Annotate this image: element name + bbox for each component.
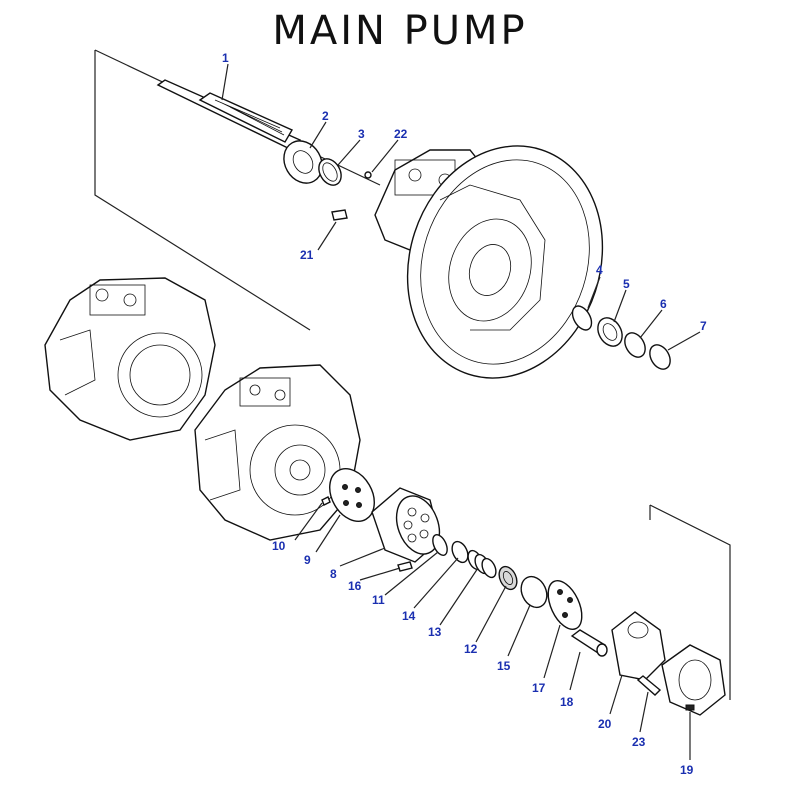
part-labels: 1 2 3 4 5 6 7 8 9 10 11 12 13 14 15 16 1…: [222, 51, 707, 777]
label-19: 19: [680, 763, 694, 777]
part-1-drive-shaft: [156, 79, 302, 151]
label-16: 16: [348, 579, 362, 593]
label-15: 15: [497, 659, 511, 673]
part-2-bearing: [283, 140, 323, 184]
part-16-pin: [397, 561, 413, 572]
pump-housing-front: [374, 145, 604, 379]
diagram-title: MAIN PUMP: [272, 8, 528, 54]
leader-lines: [221, 63, 701, 760]
part-14-washer: [451, 540, 469, 564]
part-22-pin: [364, 171, 372, 179]
part-18-shoe-pin: [570, 629, 608, 657]
label-1: 1: [222, 51, 229, 65]
part-10-pin: [321, 496, 331, 506]
label-5: 5: [623, 277, 630, 291]
part-23-bolt: [636, 675, 662, 696]
part-4-ring: [571, 305, 593, 331]
label-2: 2: [322, 109, 329, 123]
label-11: 11: [372, 593, 385, 607]
label-23: 23: [632, 735, 646, 749]
part-5-seal: [597, 317, 623, 347]
label-3: 3: [358, 127, 365, 141]
part-7-snap-ring: [649, 344, 671, 370]
label-13: 13: [428, 625, 442, 639]
label-9: 9: [304, 553, 311, 567]
part-17-retainer-plate: [547, 580, 583, 630]
part-6-o-ring: [624, 332, 646, 358]
label-4: 4: [596, 263, 603, 277]
part-20-swash-plate: [611, 611, 666, 681]
label-8: 8: [330, 567, 337, 581]
part-9-valve-plate: [329, 468, 375, 522]
label-6: 6: [660, 297, 667, 311]
part-15-bushing: [520, 575, 548, 609]
part-8-cylinder-block: [371, 487, 441, 563]
part-12-collar: [498, 565, 518, 591]
label-10: 10: [272, 539, 286, 553]
label-7: 7: [700, 319, 707, 333]
label-18: 18: [560, 695, 574, 709]
pump-housing-middle: [194, 364, 361, 541]
label-21: 21: [300, 248, 314, 262]
label-20: 20: [598, 717, 612, 731]
label-14: 14: [402, 609, 416, 623]
part-11-snap-ring: [432, 534, 448, 556]
part-19-end-cover: [661, 644, 726, 716]
pump-housing-rear: [44, 277, 216, 441]
part-13-spring: [467, 549, 497, 579]
label-22: 22: [394, 127, 408, 141]
part-3-snap-ring: [318, 158, 342, 186]
part-21-pin: [331, 209, 348, 221]
label-12: 12: [464, 642, 478, 656]
label-17: 17: [532, 681, 546, 695]
